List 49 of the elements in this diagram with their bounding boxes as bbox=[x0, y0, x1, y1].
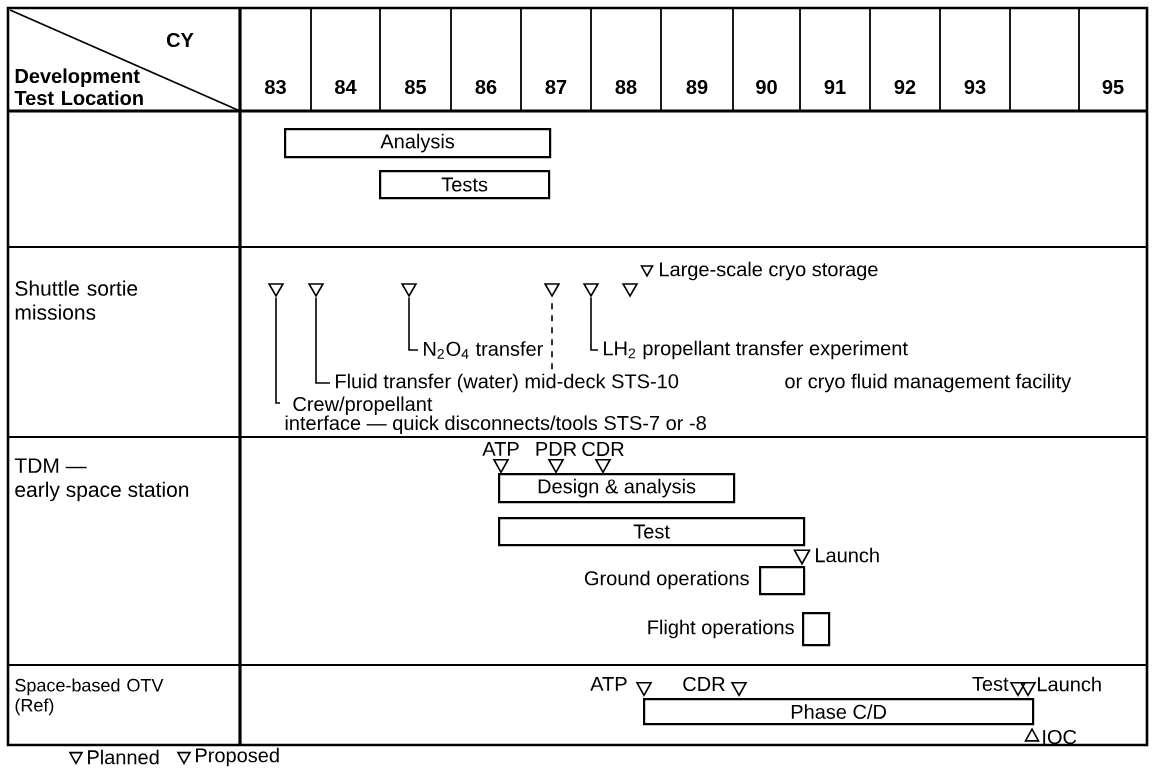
milestone-label: Crew/propellant interface — quick disconnects/tools STS-7 or -8 bbox=[285, 396, 706, 435]
leader-line bbox=[590, 296, 599, 351]
leader-line bbox=[315, 296, 331, 384]
milestone-label: Fluid transfer (water) mid-deck STS-10 bbox=[336, 373, 679, 393]
node-label: ATP bbox=[482, 442, 519, 456]
year-label: 89 bbox=[686, 79, 708, 95]
row-label: Space-based OTV (Ref) bbox=[15, 678, 164, 716]
milestone-label: or cryo fluid management facility bbox=[785, 373, 1072, 393]
node-label: CDR bbox=[683, 676, 725, 692]
milestone: ATP bbox=[590, 677, 653, 697]
task-bar: Phase C/D bbox=[643, 698, 1035, 726]
node-label: Launch bbox=[816, 547, 879, 563]
year-label: 93 bbox=[964, 79, 986, 95]
task-bar: Tests bbox=[379, 170, 551, 200]
node-label: ATP bbox=[590, 677, 627, 691]
box-label: Ground operations bbox=[584, 570, 749, 590]
year-label: 95 bbox=[1102, 79, 1124, 95]
row-label: Shuttle sortie missions bbox=[15, 280, 138, 320]
milestone: Large-scale cryo storage bbox=[640, 261, 878, 281]
milestone: PDR bbox=[536, 442, 577, 474]
header-label: CY bbox=[166, 32, 194, 48]
node-label: IOC bbox=[1043, 729, 1077, 745]
milestone: CDR bbox=[582, 441, 624, 474]
task-bar: Test bbox=[498, 517, 806, 547]
node-label: Test bbox=[972, 677, 1009, 691]
year-label: 91 bbox=[824, 79, 846, 95]
milestone: Test bbox=[972, 677, 1027, 697]
task-bar: Analysis bbox=[284, 128, 552, 159]
year-label: 83 bbox=[265, 79, 286, 95]
milestone: ATP bbox=[482, 442, 519, 474]
year-label: 86 bbox=[475, 79, 497, 95]
box-label: Flight operations bbox=[648, 619, 794, 639]
node-label: Launch bbox=[1038, 676, 1101, 692]
year-label: 92 bbox=[894, 79, 916, 95]
year-label: 87 bbox=[545, 79, 567, 95]
node-label: CDR bbox=[582, 441, 624, 457]
year-label: 85 bbox=[405, 79, 427, 95]
year-label: 88 bbox=[615, 79, 637, 95]
node-label: PDR bbox=[536, 442, 577, 456]
milestone-label: N$_{2}$O$_{4}$ transfer bbox=[424, 341, 543, 359]
leader-line bbox=[408, 296, 419, 351]
year-label: 84 bbox=[335, 79, 357, 95]
row-label: TDM — early space station bbox=[14, 458, 189, 502]
header-label: Development Test Location bbox=[14, 68, 143, 106]
task-bar: Design & analysis bbox=[498, 473, 736, 504]
milestone: CDR bbox=[683, 676, 748, 697]
milestone-label: LH$_{2}$ propellant transfer experiment bbox=[604, 340, 908, 360]
leader-line bbox=[275, 296, 281, 404]
year-label: 90 bbox=[756, 79, 777, 95]
